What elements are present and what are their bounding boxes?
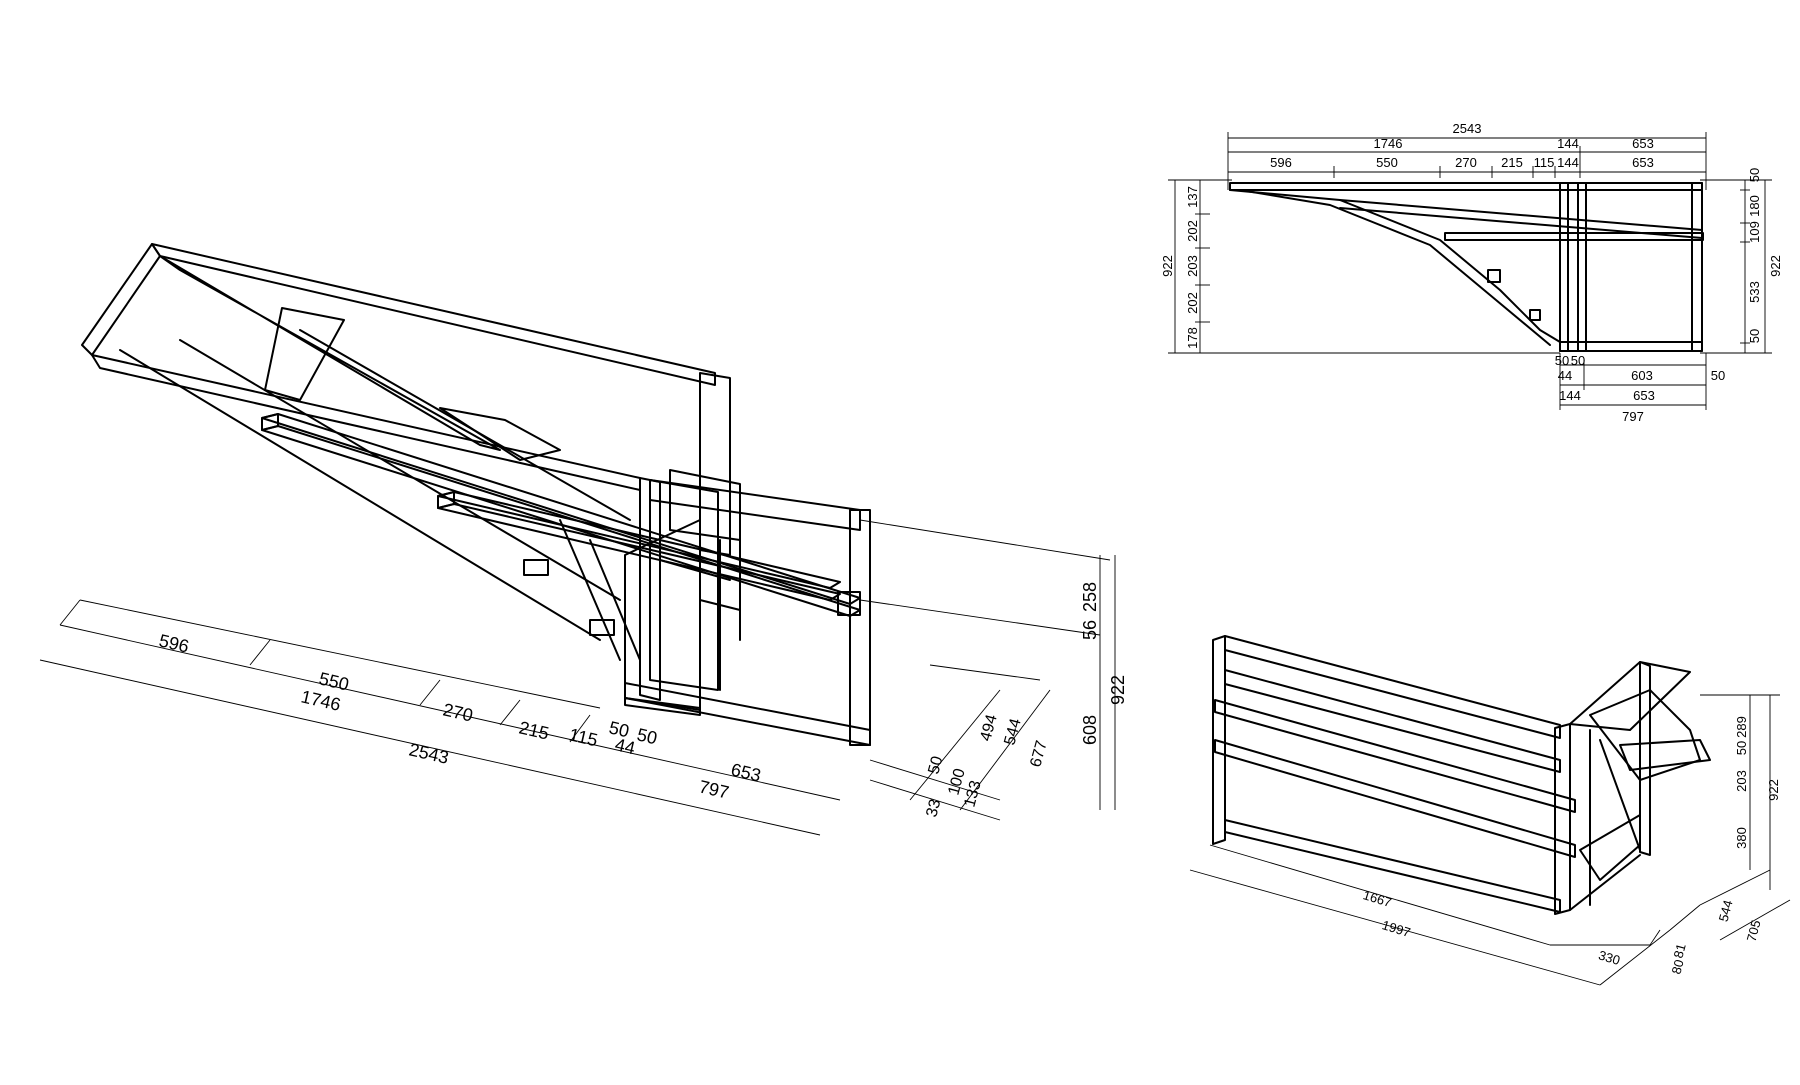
- back-dim-705: 705: [1744, 918, 1764, 943]
- side-view-dim-labels: 2543 1746 144 653 596 550 270 215 115 14…: [1160, 121, 1783, 424]
- side-dim-left-203: 203: [1185, 255, 1200, 277]
- side-dim-left-922: 922: [1160, 255, 1175, 277]
- iso-dim-depth-100: 100: [945, 767, 968, 797]
- side-dim-right-180: 180: [1747, 195, 1762, 217]
- back-dim-80: 80: [1669, 958, 1687, 976]
- side-dim-right-109: 109: [1747, 221, 1762, 243]
- back-dim-380: 380: [1734, 827, 1749, 849]
- iso-dim-depth-494: 494: [977, 713, 1000, 743]
- back-view-dim-labels: 1667 1997 330 81 80 544 705 289 50 203 3…: [1361, 716, 1781, 976]
- side-dim-215: 215: [1501, 155, 1523, 170]
- side-dim-596: 596: [1270, 155, 1292, 170]
- iso-dim-height-56: 56: [1080, 620, 1100, 640]
- side-dim-right-922: 922: [1768, 255, 1783, 277]
- side-dim-bottom-797: 797: [1622, 409, 1644, 424]
- side-dim-left-137: 137: [1185, 186, 1200, 208]
- side-dim-right-50a: 50: [1747, 168, 1762, 182]
- side-dim-right-50b: 50: [1747, 329, 1762, 343]
- iso-dim-50b: 50: [635, 724, 659, 748]
- side-dim-115: 115: [1534, 155, 1555, 170]
- iso-dim-115: 115: [567, 724, 599, 750]
- iso-dim-depth-133: 133: [961, 779, 984, 809]
- side-dim-653b: 653: [1632, 155, 1654, 170]
- iso-dim-50a: 50: [607, 717, 631, 741]
- side-dim-bottom-50c: 50: [1711, 368, 1725, 383]
- back-dim-289: 289: [1734, 716, 1749, 738]
- iso-dim-height-608: 608: [1080, 715, 1100, 745]
- side-dim-left-202a: 202: [1185, 220, 1200, 242]
- side-dim-270: 270: [1455, 155, 1477, 170]
- iso-dim-2543: 2543: [407, 739, 451, 767]
- side-dim-bottom-144: 144: [1559, 388, 1581, 403]
- side-dim-bottom-50a: 50: [1555, 353, 1569, 368]
- side-view-outline: [1229, 182, 1704, 352]
- back-view: 1667 1997 330 81 80 544 705 289 50 203 3…: [1189, 635, 1791, 986]
- iso-rails: [261, 413, 861, 636]
- back-dim-544: 544: [1716, 898, 1736, 923]
- side-dim-653a: 653: [1632, 136, 1654, 151]
- side-view-dim-lines: [1168, 132, 1772, 410]
- iso-view: 596 550 1746 270 215 115 50 50 44 2543 6…: [39, 243, 1128, 836]
- iso-dim-596: 596: [157, 630, 191, 656]
- back-view-dim-lines: [1189, 694, 1791, 986]
- side-dim-bottom-653: 653: [1633, 388, 1655, 403]
- side-dim-right-533: 533: [1747, 281, 1762, 303]
- back-view-frame: [1212, 635, 1711, 915]
- side-dim-144b: 144: [1557, 155, 1579, 170]
- iso-dim-797: 797: [697, 776, 731, 802]
- side-dim-144a: 144: [1557, 136, 1579, 151]
- back-dim-81: 81: [1671, 942, 1689, 960]
- side-dim-bottom-50b: 50: [1571, 353, 1585, 368]
- side-dim-bottom-603: 603: [1631, 368, 1653, 383]
- back-dim-1667: 1667: [1361, 887, 1393, 910]
- side-dim-550: 550: [1376, 155, 1398, 170]
- side-dim-1746: 1746: [1374, 136, 1403, 151]
- iso-cabinet: [559, 469, 871, 746]
- iso-dim-270: 270: [441, 699, 475, 725]
- side-dim-left-178: 178: [1185, 327, 1200, 349]
- iso-dim-lines: [39, 519, 1116, 836]
- iso-dim-depth-677: 677: [1027, 739, 1050, 769]
- back-dim-50: 50: [1734, 741, 1749, 755]
- iso-dim-height-258: 258: [1080, 582, 1100, 612]
- back-dim-330: 330: [1597, 947, 1622, 968]
- iso-dim-215: 215: [517, 717, 551, 743]
- iso-dim-44: 44: [613, 734, 637, 758]
- iso-dim-depth-33: 33: [923, 797, 944, 819]
- side-dim-left-202b: 202: [1185, 292, 1200, 314]
- back-dim-203: 203: [1734, 770, 1749, 792]
- side-dim-bottom-44: 44: [1558, 368, 1572, 383]
- iso-dim-653: 653: [729, 759, 763, 785]
- side-view: 2543 1746 144 653 596 550 270 215 115 14…: [1160, 121, 1783, 424]
- iso-dim-height-922: 922: [1108, 675, 1128, 705]
- iso-upper-frame: [81, 243, 731, 701]
- side-dim-2543: 2543: [1453, 121, 1482, 136]
- back-dim-1997: 1997: [1380, 917, 1412, 940]
- iso-dim-depth-50: 50: [925, 754, 946, 776]
- back-dim-922: 922: [1766, 779, 1781, 801]
- iso-dim-depth-544: 544: [1001, 717, 1024, 747]
